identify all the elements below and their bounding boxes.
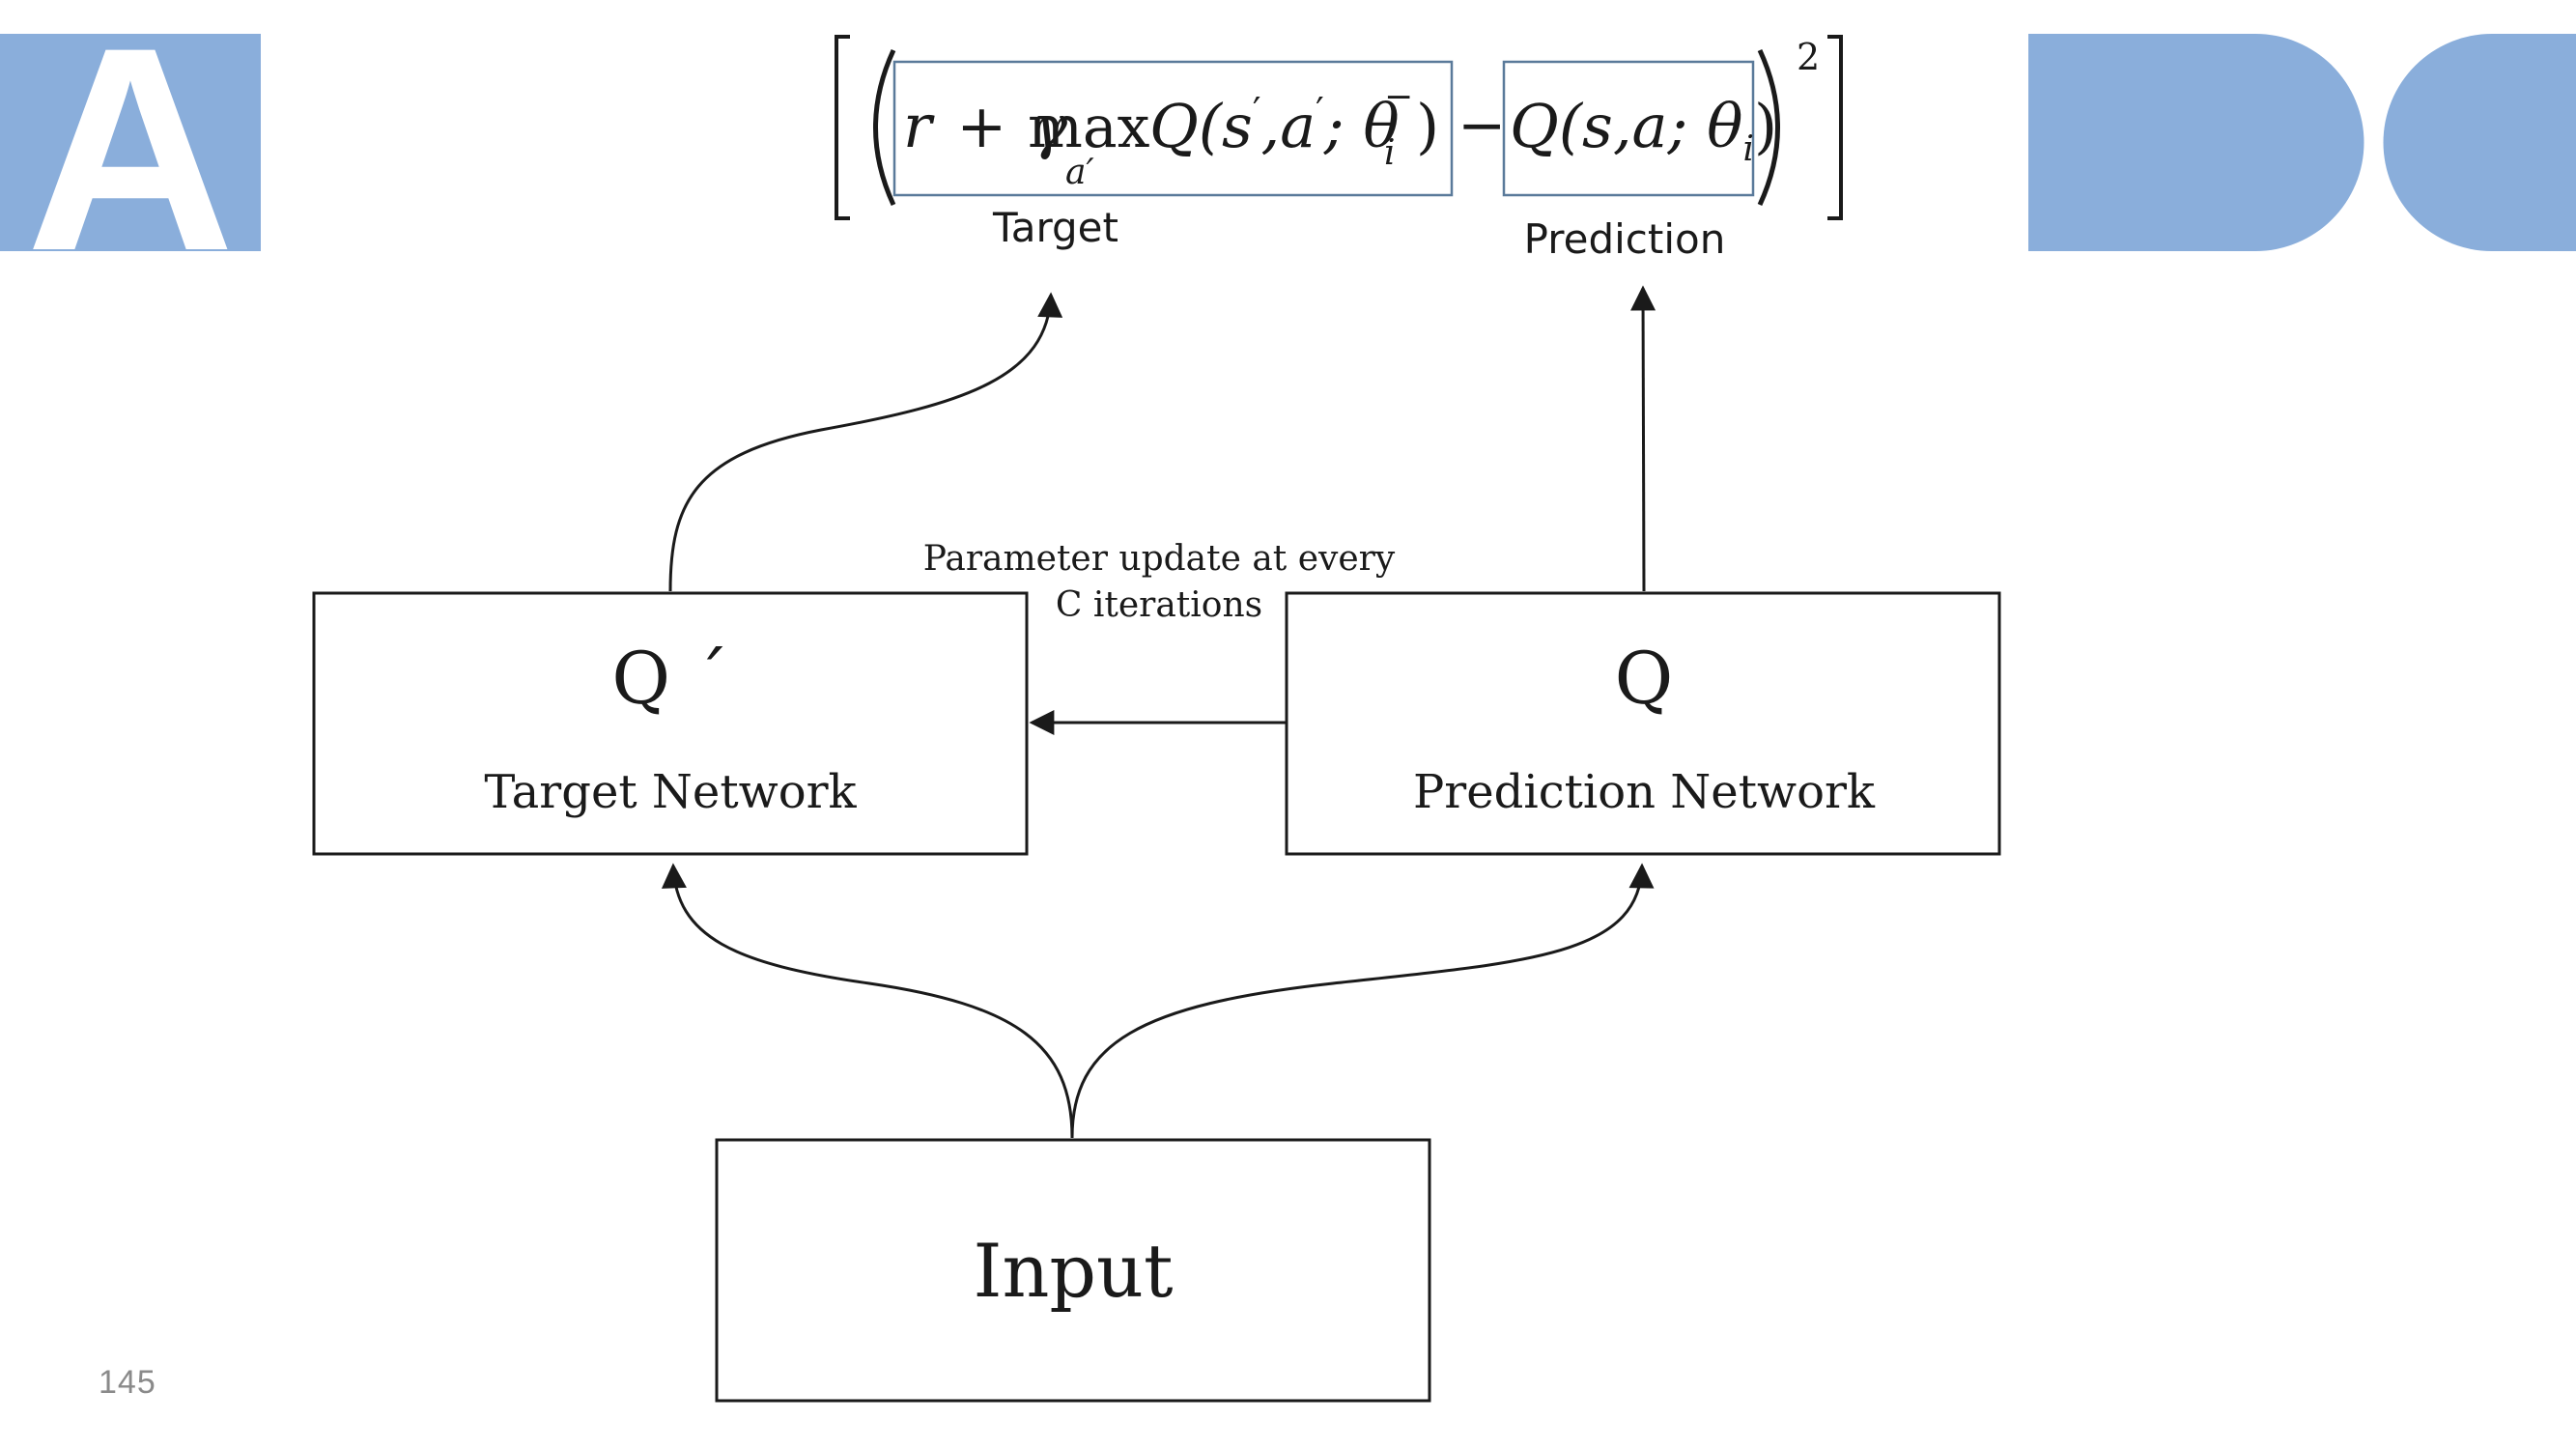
formula-right-bracket bbox=[1827, 35, 1843, 220]
prediction-term-box bbox=[1502, 60, 1755, 197]
squared-exponent: 2 bbox=[1797, 36, 1820, 78]
target-caption: Target bbox=[992, 204, 1118, 251]
theta-target-superscript: − bbox=[1384, 77, 1413, 117]
target-network-label: Target Network bbox=[484, 765, 857, 819]
prediction-caption: Prediction bbox=[1524, 215, 1726, 263]
target-network-node: Q ´ Target Network bbox=[312, 591, 1029, 856]
svg-text:Q(s′,a′; θ: Q(s′,a′; θ bbox=[1149, 90, 1400, 161]
q-prediction-tail: ) bbox=[1754, 91, 1777, 161]
parameter-update-label-line2: C iterations bbox=[1056, 585, 1262, 625]
brand-logo-left: A bbox=[0, 0, 261, 311]
theta-target-subscript: i bbox=[1384, 133, 1396, 173]
parameter-update-label-line1: Parameter update at every bbox=[923, 539, 1396, 579]
logo-letter: A bbox=[26, 0, 236, 311]
minus-sign: − bbox=[1458, 92, 1506, 159]
input-node: Input bbox=[715, 1138, 1431, 1403]
reward-symbol: r bbox=[903, 91, 935, 161]
q-prediction-head: Q(s,a; θ bbox=[1510, 91, 1742, 161]
prediction-network-symbol: Q bbox=[1615, 638, 1674, 721]
formula-right-paren bbox=[1757, 48, 1780, 207]
edge-input-to-target-network bbox=[661, 863, 1074, 1139]
page-number: 145 bbox=[99, 1364, 156, 1401]
svg-text:r + γ: r + γ bbox=[903, 91, 1068, 161]
target-term-box bbox=[892, 60, 1454, 197]
formula-left-bracket bbox=[835, 35, 850, 220]
loss-formula: r + γ max a′ Q(s′,a′; θ i − ) − Q(s,a; θ… bbox=[835, 35, 1843, 220]
s-prime-mark: ′ bbox=[1253, 90, 1261, 132]
theta-prediction-subscript: i bbox=[1742, 129, 1754, 169]
edge-input-to-prediction-network bbox=[1070, 863, 1655, 1139]
target-close-paren: ) bbox=[1416, 91, 1439, 161]
gamma-symbol: γ bbox=[1032, 91, 1068, 161]
plus-sign: + bbox=[956, 91, 1006, 161]
q-target-head: Q(s bbox=[1149, 91, 1253, 161]
svg-text:Q(s,a; θi): Q(s,a; θi) bbox=[1510, 91, 1777, 169]
edge-target-network-to-target bbox=[668, 292, 1063, 592]
max-operator: max bbox=[1028, 94, 1150, 161]
a-prime-mark: ′ bbox=[1316, 90, 1324, 132]
prediction-network-node: Q Prediction Network bbox=[1285, 591, 2001, 856]
edge-prediction-network-to-prediction bbox=[1630, 285, 1656, 592]
input-label: Input bbox=[973, 1228, 1173, 1314]
theta-target: ; θ bbox=[1323, 91, 1400, 161]
target-network-symbol: Q ´ bbox=[611, 638, 728, 721]
action-part: ,a bbox=[1260, 91, 1316, 161]
brand-d-shape bbox=[2028, 34, 2364, 251]
formula-left-paren bbox=[873, 48, 896, 207]
brand-shapes-right bbox=[2028, 34, 2576, 251]
brand-c-shape bbox=[2383, 34, 2576, 251]
max-subscript: a′ bbox=[1065, 153, 1094, 192]
prediction-network-label: Prediction Network bbox=[1413, 765, 1876, 819]
